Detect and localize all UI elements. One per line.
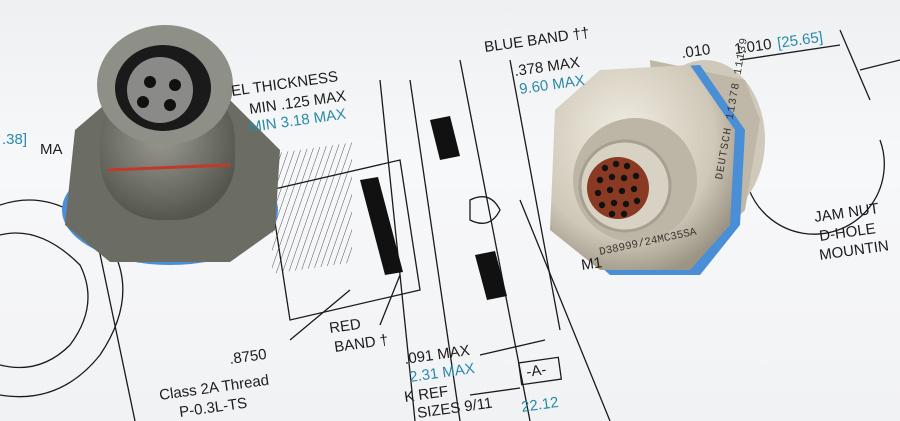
gray-connector (62, 25, 280, 265)
label-red: RED (328, 316, 362, 337)
drawing-lines (0, 29, 900, 421)
datum-a: -A- (525, 361, 547, 381)
label-left-dim: .38] (2, 131, 27, 148)
label-010: .010 (680, 41, 711, 62)
label-2565: [25.65] (776, 29, 824, 52)
label-8750: .8750 (228, 346, 268, 368)
silver-connector: DEUTSCH 11378 11139 D38999/24MC35SA (550, 36, 765, 275)
label-m1: M1 (580, 254, 603, 274)
label-k-ref: K REF (403, 383, 449, 406)
label-1010: 1.010 (733, 36, 773, 58)
label-2212: 22.12 (520, 394, 560, 416)
red-band (107, 163, 231, 172)
label-blue-band: BLUE BAND †† (483, 24, 590, 56)
label-left-ma: MA (40, 141, 63, 158)
